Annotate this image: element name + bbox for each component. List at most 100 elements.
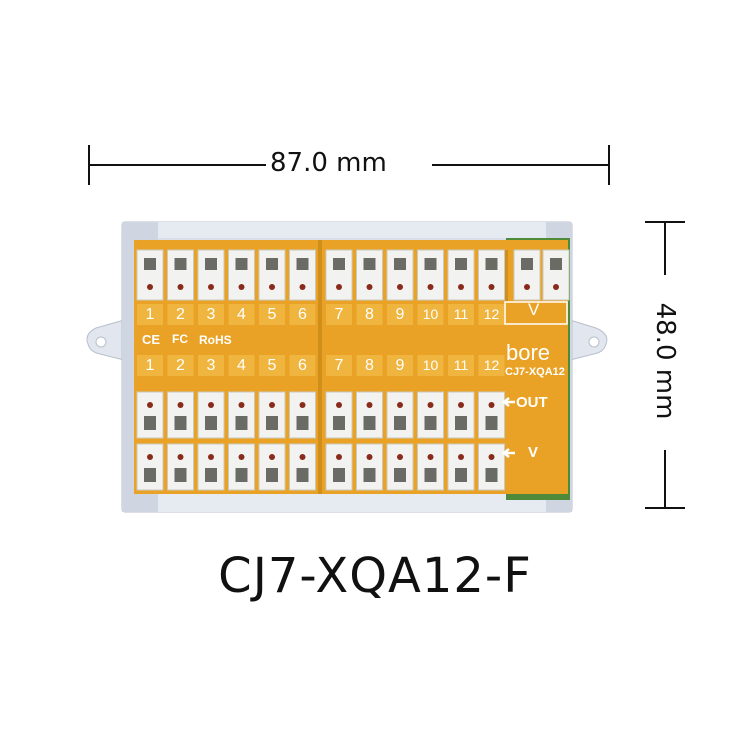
- top-terminal: [136, 249, 164, 301]
- width-dimension-label: 87.0 mm: [270, 148, 387, 178]
- terminal-clamp-slot: [174, 258, 187, 270]
- channel-number-bottom: 12: [483, 357, 500, 373]
- v-label-top: V: [528, 300, 540, 319]
- channel-number-top: 7: [334, 306, 344, 323]
- terminal-clamp-slot: [144, 258, 156, 270]
- terminal-clamp-slot: [174, 468, 187, 482]
- channel-number-bottom: 7: [334, 357, 344, 374]
- terminal-clamp-slot: [455, 258, 467, 270]
- terminal-clamp-slot: [363, 416, 376, 430]
- terminal-screw-hole: [269, 402, 275, 408]
- rohs-mark: RoHS: [199, 333, 232, 347]
- terminal-clamp-slot: [455, 468, 467, 482]
- terminal-screw-hole: [427, 284, 434, 290]
- bottom-terminal: [258, 443, 286, 491]
- number-cell-top: [198, 304, 224, 325]
- right-mounting-ear: [569, 319, 608, 361]
- channel-number-top: 9: [395, 306, 405, 323]
- terminal-screw-hole: [366, 454, 373, 460]
- bottom-terminal: [197, 443, 225, 491]
- number-cell-top: [478, 304, 505, 325]
- terminal-clamp-slot: [424, 258, 437, 270]
- number-cell-bottom: [326, 355, 352, 376]
- terminal-clamp-slot: [394, 416, 406, 430]
- terminal-screw-hole: [177, 284, 184, 290]
- top-terminal: [325, 249, 353, 301]
- top-terminal: [386, 249, 414, 301]
- bottom-terminal: [228, 391, 255, 439]
- fc-mark: FC: [172, 332, 188, 346]
- channel-number-bottom: 8: [365, 357, 374, 374]
- bottom-terminal: [136, 443, 164, 491]
- terminal-clamp-slot: [424, 468, 437, 482]
- bottom-terminal: [386, 391, 414, 439]
- board-model-print: CJ7-XQA12: [505, 366, 565, 378]
- bottom-terminal: [325, 391, 353, 439]
- terminal-screw-hole: [336, 402, 342, 408]
- number-cell-top: [356, 304, 383, 325]
- terminal-clamp-slot: [235, 416, 248, 430]
- terminal-screw-hole: [488, 402, 495, 408]
- terminal-clamp-slot: [174, 416, 187, 430]
- channel-number-top: 8: [365, 306, 374, 323]
- top-terminal: [478, 249, 505, 301]
- number-cell-top: [448, 304, 474, 325]
- bottom-terminal: [289, 443, 316, 491]
- number-cell-bottom: [167, 355, 194, 376]
- terminal-screw-hole: [147, 402, 153, 408]
- terminal-clamp-slot: [266, 258, 278, 270]
- bottom-terminal: [447, 391, 475, 439]
- bottom-terminal: [478, 443, 505, 491]
- bottom-terminal: [325, 443, 353, 491]
- number-cell-bottom: [448, 355, 474, 376]
- bottom-terminal: [289, 391, 316, 439]
- channel-number-top: 10: [422, 306, 439, 322]
- terminal-screw-hole: [524, 284, 530, 290]
- bottom-terminal: [356, 443, 383, 491]
- bottom-terminal: [136, 391, 164, 439]
- channel-number-bottom: 6: [298, 357, 307, 374]
- terminal-clamp-slot: [296, 416, 309, 430]
- number-cell-bottom: [137, 355, 163, 376]
- terminal-clamp-slot: [363, 468, 376, 482]
- terminal-screw-hole: [238, 402, 245, 408]
- terminal-clamp-slot: [485, 416, 498, 430]
- channel-number-bottom: 1: [145, 357, 155, 374]
- top-terminal: [167, 249, 194, 301]
- terminal-clamp-slot: [394, 258, 406, 270]
- channel-number-bottom: 3: [206, 357, 216, 374]
- channel-number-bottom: 9: [395, 357, 405, 374]
- channel-number-bottom: 10: [422, 357, 439, 373]
- number-cell-top: [417, 304, 444, 325]
- number-cell-bottom: [198, 355, 224, 376]
- bottom-terminal: [228, 443, 255, 491]
- bottom-terminal: [356, 391, 383, 439]
- terminal-clamp-slot: [296, 258, 309, 270]
- terminal-screw-hole: [299, 284, 306, 290]
- channel-number-top: 6: [298, 306, 307, 323]
- ce-mark: CE: [142, 332, 161, 347]
- terminal-clamp-slot: [205, 258, 217, 270]
- channel-number-top: 3: [206, 306, 216, 323]
- terminal-screw-hole: [488, 454, 495, 460]
- terminal-screw-hole: [458, 454, 464, 460]
- bottom-terminal: [447, 443, 475, 491]
- bottom-terminal: [417, 391, 444, 439]
- terminal-screw-hole: [488, 284, 495, 290]
- bottom-terminal: [167, 443, 194, 491]
- terminal-screw-hole: [299, 454, 306, 460]
- terminal-clamp-slot: [205, 468, 217, 482]
- v-label-bottom: V: [528, 444, 539, 461]
- terminal-clamp-slot: [521, 258, 533, 270]
- top-terminal: [417, 249, 444, 301]
- height-dim-bottom-line: [664, 450, 666, 507]
- terminal-clamp-slot: [455, 416, 467, 430]
- width-dim-left-line: [90, 164, 266, 166]
- out-arrow-icon: [501, 397, 515, 407]
- terminal-clamp-slot: [485, 468, 498, 482]
- channel-number-top: 4: [237, 306, 246, 323]
- terminal-screw-hole: [208, 284, 214, 290]
- terminal-screw-hole: [458, 402, 464, 408]
- terminal-screw-hole: [397, 402, 403, 408]
